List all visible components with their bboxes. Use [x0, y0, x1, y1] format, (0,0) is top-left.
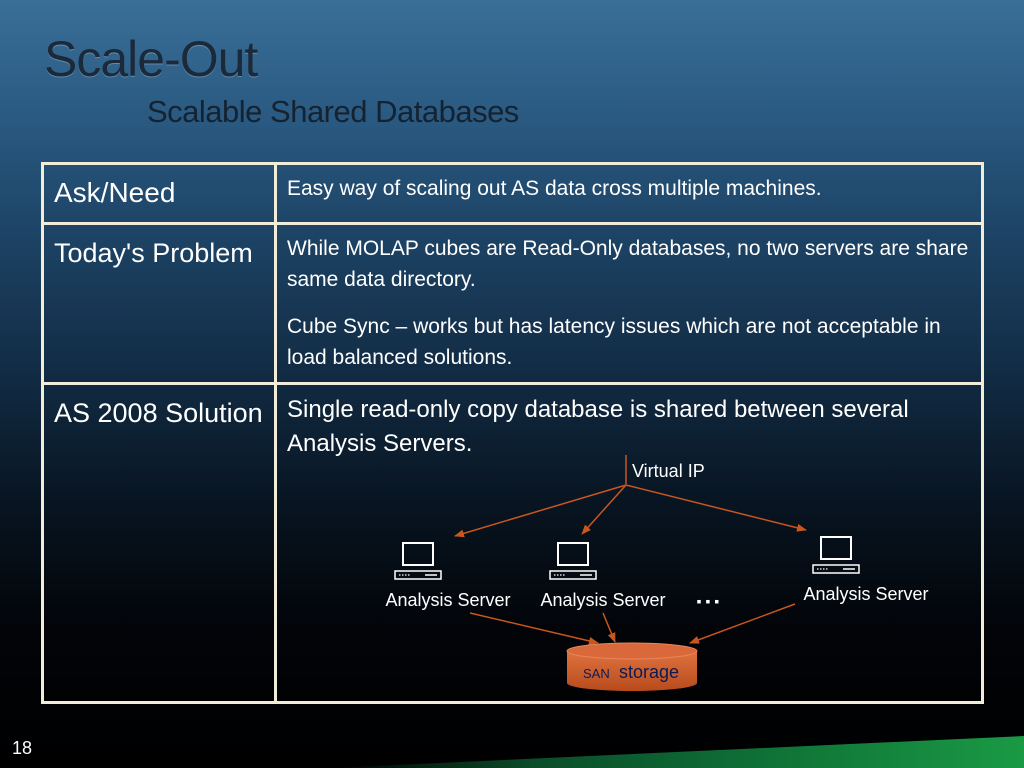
row-description: Easy way of scaling out AS data cross mu…	[274, 162, 984, 225]
row-label: Ask/Need	[41, 162, 277, 225]
row-description: Single read-only copy database is shared…	[274, 382, 984, 704]
content-table: Ask/Need Easy way of scaling out AS data…	[41, 162, 984, 704]
slide-title: Scale-Out	[44, 31, 258, 87]
page-number: 18	[12, 738, 33, 758]
description-paragraph: While MOLAP cubes are Read-Only database…	[287, 237, 969, 291]
slide-subtitle: Scalable Shared Databases	[147, 94, 519, 129]
row-label: Today's Problem	[41, 222, 277, 385]
row-description: While MOLAP cubes are Read-Only database…	[274, 222, 984, 385]
decorative-green-bar	[330, 736, 1024, 768]
row-label: AS 2008 Solution	[41, 382, 277, 704]
table-row: Ask/Need Easy way of scaling out AS data…	[41, 162, 984, 225]
table-row: AS 2008 Solution Single read-only copy d…	[41, 382, 984, 704]
description-paragraph: Single read-only copy database is shared…	[287, 396, 909, 457]
table-row: Today's Problem While MOLAP cubes are Re…	[41, 222, 984, 385]
description-paragraph: Easy way of scaling out AS data cross mu…	[287, 177, 822, 200]
description-paragraph: Cube Sync – works but has latency issues…	[287, 315, 941, 369]
